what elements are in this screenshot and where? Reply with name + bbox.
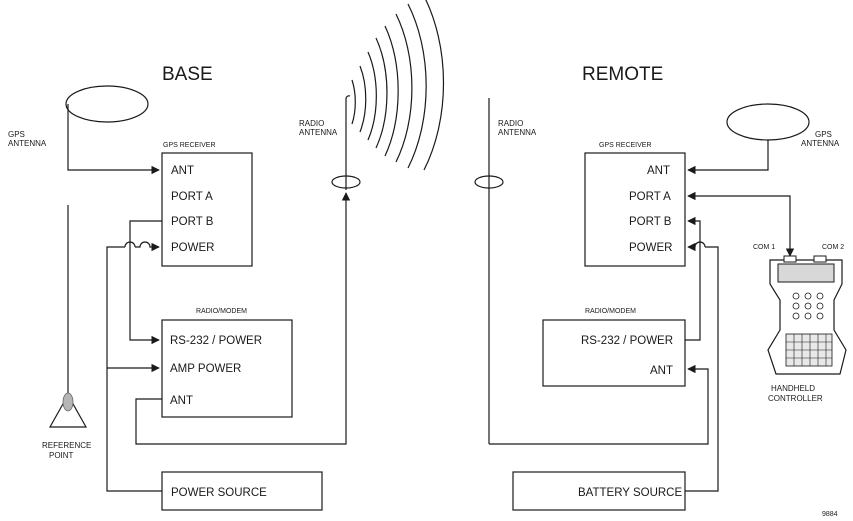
- reference-point-label-1: REFERENCE: [42, 441, 91, 450]
- remote-radio-antenna-label-2: ANTENNA: [498, 128, 537, 137]
- remote-antenna-cable: [687, 140, 769, 175]
- remote-port-a: PORT A: [629, 191, 671, 203]
- remote-modem-title: RADIO/MODEM: [585, 308, 636, 315]
- remote-modem-port-rs232: RS-232 / POWER: [581, 335, 673, 347]
- base-port-ant: ANT: [171, 165, 194, 177]
- remote-gps-antenna-label-1: GPS: [815, 130, 832, 139]
- base-modem-port-amp: AMP POWER: [170, 363, 241, 375]
- reference-plumb-icon: [62, 392, 74, 412]
- reference-point-label-2: POINT: [49, 451, 74, 460]
- base-radio-antenna-tip: [345, 95, 351, 100]
- remote-gps-receiver: [584, 152, 686, 267]
- remote-radio-antenna-label-1: RADIO: [498, 119, 523, 128]
- controller-label-1: HANDHELD: [771, 384, 815, 393]
- base-gps-antenna-label-1: GPS: [8, 130, 25, 139]
- remote-porta-to-controller-cable: [687, 191, 795, 257]
- base-power-source-label: POWER SOURCE: [171, 487, 267, 499]
- remote-antenna-to-modem-cable: [489, 364, 709, 445]
- remote-port-b: PORT B: [629, 216, 672, 228]
- controller-com2-label: COM 2: [822, 244, 844, 251]
- radio-waves-icon: [351, 0, 445, 171]
- reference-tripod-icon: [48, 393, 88, 428]
- base-radio-antenna-coil-icon: [331, 175, 361, 189]
- remote-battery-source: [512, 471, 686, 511]
- base-power-crossover: [124, 241, 136, 248]
- base-port-b: PORT B: [171, 216, 214, 228]
- remote-port-power: POWER: [629, 242, 672, 254]
- remote-receiver-title: GPS RECEIVER: [599, 142, 652, 149]
- base-radio-modem: [161, 319, 293, 418]
- controller-com1-label: COM 1: [753, 244, 775, 251]
- base-heading: BASE: [162, 64, 213, 85]
- remote-port-ant: ANT: [647, 165, 670, 177]
- handheld-controller-icon: [767, 255, 847, 375]
- base-port-power: POWER: [171, 242, 214, 254]
- figure-number: 9884: [822, 511, 838, 518]
- remote-battery-source-label: BATTERY SOURCE: [578, 487, 682, 499]
- base-power-bus: [106, 246, 162, 492]
- remote-modem-to-portb-cable: [685, 216, 701, 341]
- base-gps-antenna-label-2: ANTENNA: [8, 139, 47, 148]
- remote-power-bus: [685, 246, 719, 492]
- remote-radio-antenna-coil-icon: [474, 175, 504, 189]
- remote-modem-port-ant: ANT: [650, 365, 673, 377]
- remote-radio-modem: [542, 319, 686, 387]
- base-gps-antenna-icon: [65, 85, 149, 123]
- remote-heading: REMOTE: [582, 64, 663, 85]
- base-receiver-title: GPS RECEIVER: [163, 142, 216, 149]
- base-port-a: PORT A: [171, 191, 213, 203]
- base-modem-title: RADIO/MODEM: [196, 308, 247, 315]
- base-radio-antenna-label-1: RADIO: [299, 119, 324, 128]
- base-portb-to-modem-cable: [129, 220, 162, 345]
- remote-gps-antenna-label-2: ANTENNA: [801, 139, 840, 148]
- base-radio-antenna-label-2: ANTENNA: [299, 128, 338, 137]
- remote-gps-antenna-icon: [726, 103, 810, 141]
- base-gps-receiver: [161, 152, 253, 267]
- base-modem-port-rs232: RS-232 / POWER: [170, 335, 262, 347]
- base-antenna-cable: [67, 104, 160, 175]
- base-modem-port-ant: ANT: [170, 395, 193, 407]
- base-modem-to-antenna-cable: [135, 192, 351, 445]
- controller-label-2: CONTROLLER: [768, 394, 823, 403]
- base-power-to-receiver: [135, 241, 160, 252]
- base-power-source: [161, 471, 323, 511]
